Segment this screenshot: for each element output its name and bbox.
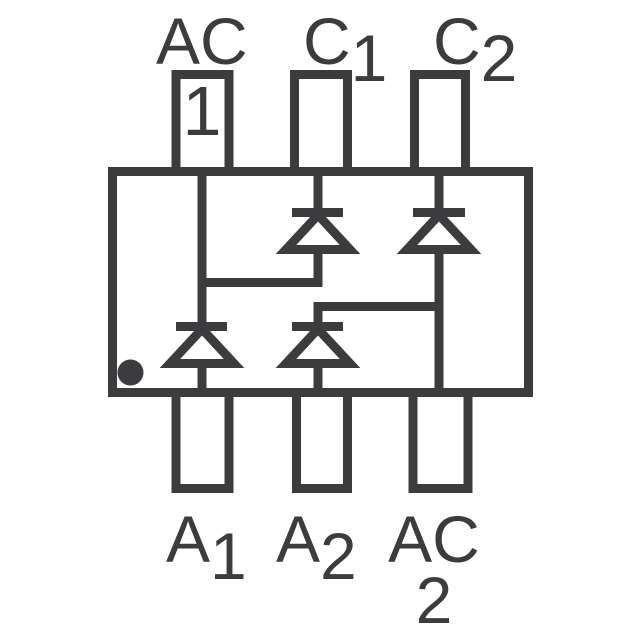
- pin-label-ac2-line2-text: 2: [415, 563, 453, 637]
- pin1-indicator-dot: [117, 359, 144, 386]
- pin-lead-a1: [171, 392, 234, 493]
- pin-label-c1: C1: [303, 8, 387, 91]
- pin-label-a1-text: A: [166, 502, 211, 576]
- pin-label-a2: A2: [276, 506, 357, 589]
- diode-d1-triangle: [159, 322, 245, 368]
- pin-lead-ac1: [171, 70, 234, 172]
- pin-label-ac2-text: AC: [388, 502, 480, 576]
- pin-label-ac2-line2: 2: [386, 567, 482, 633]
- pin-lead-ac2: [408, 392, 473, 493]
- pin-number-1: 1: [171, 76, 233, 146]
- diode-d1: [159, 322, 245, 368]
- diode-d4: [396, 208, 482, 254]
- pin-lead-c2: [410, 70, 470, 172]
- pin-label-ac2: AC: [386, 506, 482, 572]
- diode-d3: [275, 322, 361, 368]
- pin-label-ac1: AC: [156, 8, 248, 74]
- pin-label-c1-text: C: [303, 4, 351, 78]
- diode-d2-triangle: [275, 208, 361, 254]
- pin-label-c2: C2: [433, 8, 517, 91]
- pin-label-c1-sub: 1: [350, 21, 388, 95]
- pin-label-a1: A1: [166, 506, 247, 589]
- schematic-strokes: [108, 70, 533, 493]
- diode-d2: [275, 208, 361, 254]
- net-ac2-wire: [313, 248, 444, 393]
- pin-label-a2-sub: 2: [320, 519, 357, 593]
- pin-label-a2-text: A: [276, 502, 321, 576]
- pin-label-a1-sub: 1: [210, 519, 247, 593]
- pin-lead-c1: [290, 70, 352, 172]
- net-ac1-wire: [197, 171, 323, 327]
- pin-label-c2-sub: 2: [480, 21, 518, 95]
- pin-label-c2-text: C: [433, 4, 481, 78]
- diode-d3-triangle: [275, 322, 361, 368]
- diode-d4-triangle: [396, 208, 482, 254]
- pin-lead-a2: [292, 392, 352, 493]
- pin-label-ac1-text: AC: [156, 4, 248, 78]
- pin-number-1-text: 1: [182, 72, 222, 150]
